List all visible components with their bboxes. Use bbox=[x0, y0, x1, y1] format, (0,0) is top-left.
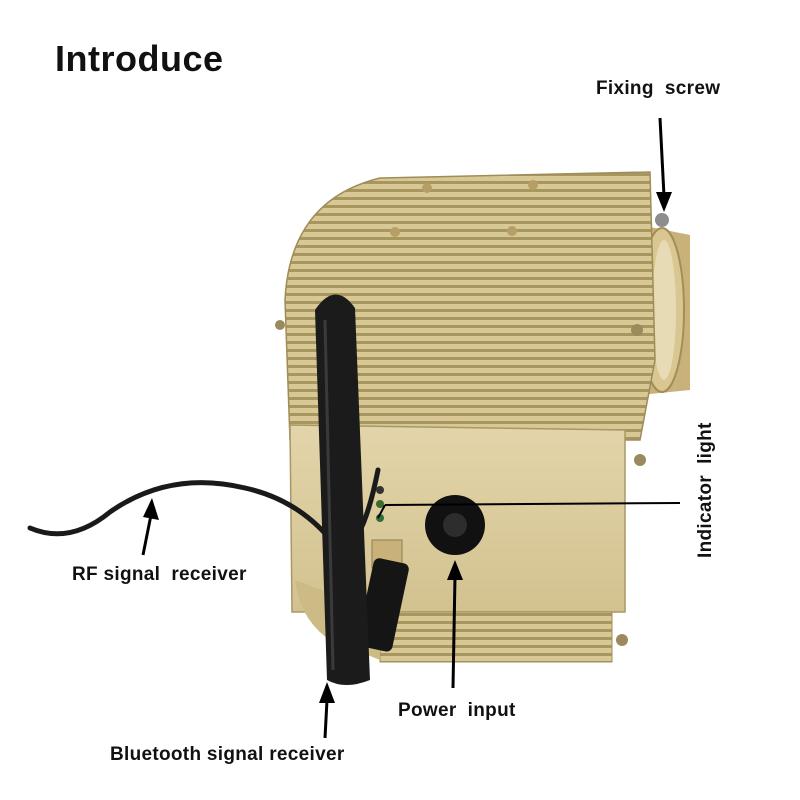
indicator-light-label: Indicator light bbox=[695, 422, 716, 558]
bluetooth-receiver-label: Bluetooth signal receiver bbox=[110, 744, 345, 765]
side-screws bbox=[275, 213, 669, 646]
heatsink-housing bbox=[284, 171, 656, 441]
antenna bbox=[315, 294, 370, 685]
fixing-screw-label: Fixing screw bbox=[596, 78, 721, 99]
indicator-leds bbox=[376, 486, 384, 522]
power-input-label: Power input bbox=[398, 700, 516, 721]
rf-receiver-label: RF signal receiver bbox=[72, 564, 247, 585]
power-jack bbox=[425, 495, 485, 555]
page-title: Introduce bbox=[55, 38, 224, 79]
callout-arrows bbox=[141, 117, 681, 739]
antenna-connector bbox=[357, 539, 409, 652]
